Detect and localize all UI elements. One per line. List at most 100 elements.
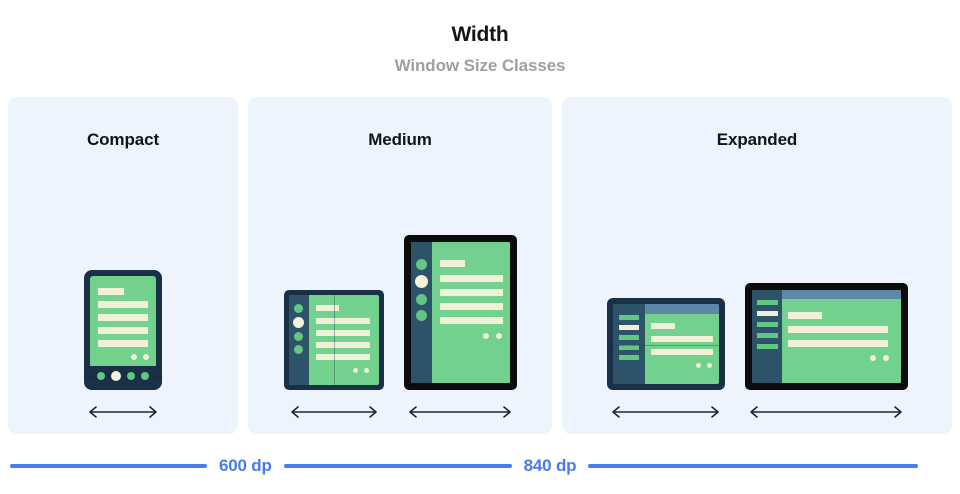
tablet-screen [410,242,510,383]
action-dot-1 [131,354,137,360]
panel-compact: Compact [8,97,238,434]
compact-width-arrow-wrap [86,390,160,434]
rail-item-4 [618,345,639,350]
content-bar-2 [439,289,503,296]
rail-dot-1 [415,259,427,270]
width-arrow-icon [290,406,377,418]
rail-item-5 [618,355,639,360]
panel-label-compact: Compact [86,130,160,149]
nav-dot-4 [141,372,149,380]
rail-dot-2 [292,317,304,328]
foldable-screen [612,304,719,384]
width-arrow-icon [409,406,511,418]
expanded-foldable-arrow-wrap [609,390,722,434]
breakpoint-label-840dp: 840 dp [523,456,577,475]
device-tablet-portrait [403,235,517,390]
tablet-screen [751,290,901,383]
action-dot-1 [695,363,701,368]
content-bar-title [98,288,124,295]
navigation-rail [410,242,432,383]
content-bar-title [315,305,339,311]
fold-crease [333,295,335,385]
medium-foldable-arrow-wrap [288,390,380,434]
rail-item-3 [618,335,639,340]
rail-item-2 [756,311,778,316]
rail-item-2 [618,325,639,330]
action-dot-2 [706,363,712,368]
nav-dot-3 [127,372,135,380]
rail-item-4 [756,333,778,338]
device-foldable-landscape [606,298,725,390]
fold-crease [612,345,719,346]
content-bar-1 [787,326,888,333]
rail-item-1 [756,300,778,305]
device-foldable-portrait [283,290,384,390]
size-class-panels: Compact [8,97,952,434]
compact-device-stage [8,167,238,434]
medium-foldable-group [283,290,384,434]
rail-dot-3 [415,294,427,305]
action-dot-2 [882,355,889,361]
device-tablet-landscape [744,283,908,390]
content-bar-2 [98,314,148,321]
panel-expanded: Expanded [562,97,952,434]
app-top-bar [644,304,719,314]
phone-screen [90,276,156,384]
foldable-screen [288,295,379,385]
content-bar-3 [439,303,503,310]
nav-dot-2 [111,371,121,381]
measure-line-expanded [588,464,919,468]
page-title: Width [451,23,509,46]
navigation-rail [612,304,645,384]
action-dot-1 [482,333,489,339]
nav-dot-1 [97,372,105,380]
medium-device-stage [248,167,552,434]
action-dot-2 [495,333,502,339]
rail-dot-2 [414,275,428,288]
width-arrow-icon [750,406,902,418]
expanded-tablet-arrow-wrap [747,390,905,434]
action-dot-1 [352,368,358,373]
content-bar-title [439,260,465,267]
measure-line-medium [283,464,512,468]
expanded-foldable-group [606,298,725,434]
rail-item-5 [756,344,778,349]
navigation-rail [288,295,309,385]
content-bar-2 [650,349,713,355]
width-arrow-icon [89,406,157,418]
breakpoint-measure-rail: 600 dp 840 dp [0,452,960,480]
medium-tablet-arrow-wrap [406,390,514,434]
rail-dot-3 [293,332,303,341]
width-arrow-icon [612,406,719,418]
panel-label-medium: Medium [368,130,432,149]
measure-line-compact [10,464,207,468]
medium-tablet-group [403,235,517,434]
content-bar-1 [98,301,148,308]
content-bar-1 [439,275,503,282]
content-bar-1 [315,318,370,324]
panel-medium: Medium [248,97,552,434]
expanded-device-stage [562,167,952,434]
content-bar-1 [650,336,713,342]
action-dot-1 [869,355,876,361]
rail-dot-4 [293,345,303,354]
page-header: Width Window Size Classes [0,0,960,76]
content-bar-3 [315,342,370,348]
content-bar-2 [787,340,888,347]
expanded-tablet-group [744,283,908,434]
content-bar-4 [315,354,370,360]
app-top-bar [781,290,901,299]
rail-dot-4 [415,310,427,321]
content-bar-title [787,312,822,319]
panel-label-expanded: Expanded [716,130,798,149]
content-bar-3 [98,327,148,334]
page-subtitle: Window Size Classes [394,56,566,75]
rail-dot-1 [293,304,303,313]
breakpoint-label-600dp: 600 dp [219,456,272,475]
content-bar-4 [98,340,148,347]
content-bar-title [650,323,675,329]
content-bar-4 [439,317,503,324]
compact-phone-group [84,270,162,434]
content-bar-2 [315,330,370,336]
action-dot-2 [363,368,369,373]
